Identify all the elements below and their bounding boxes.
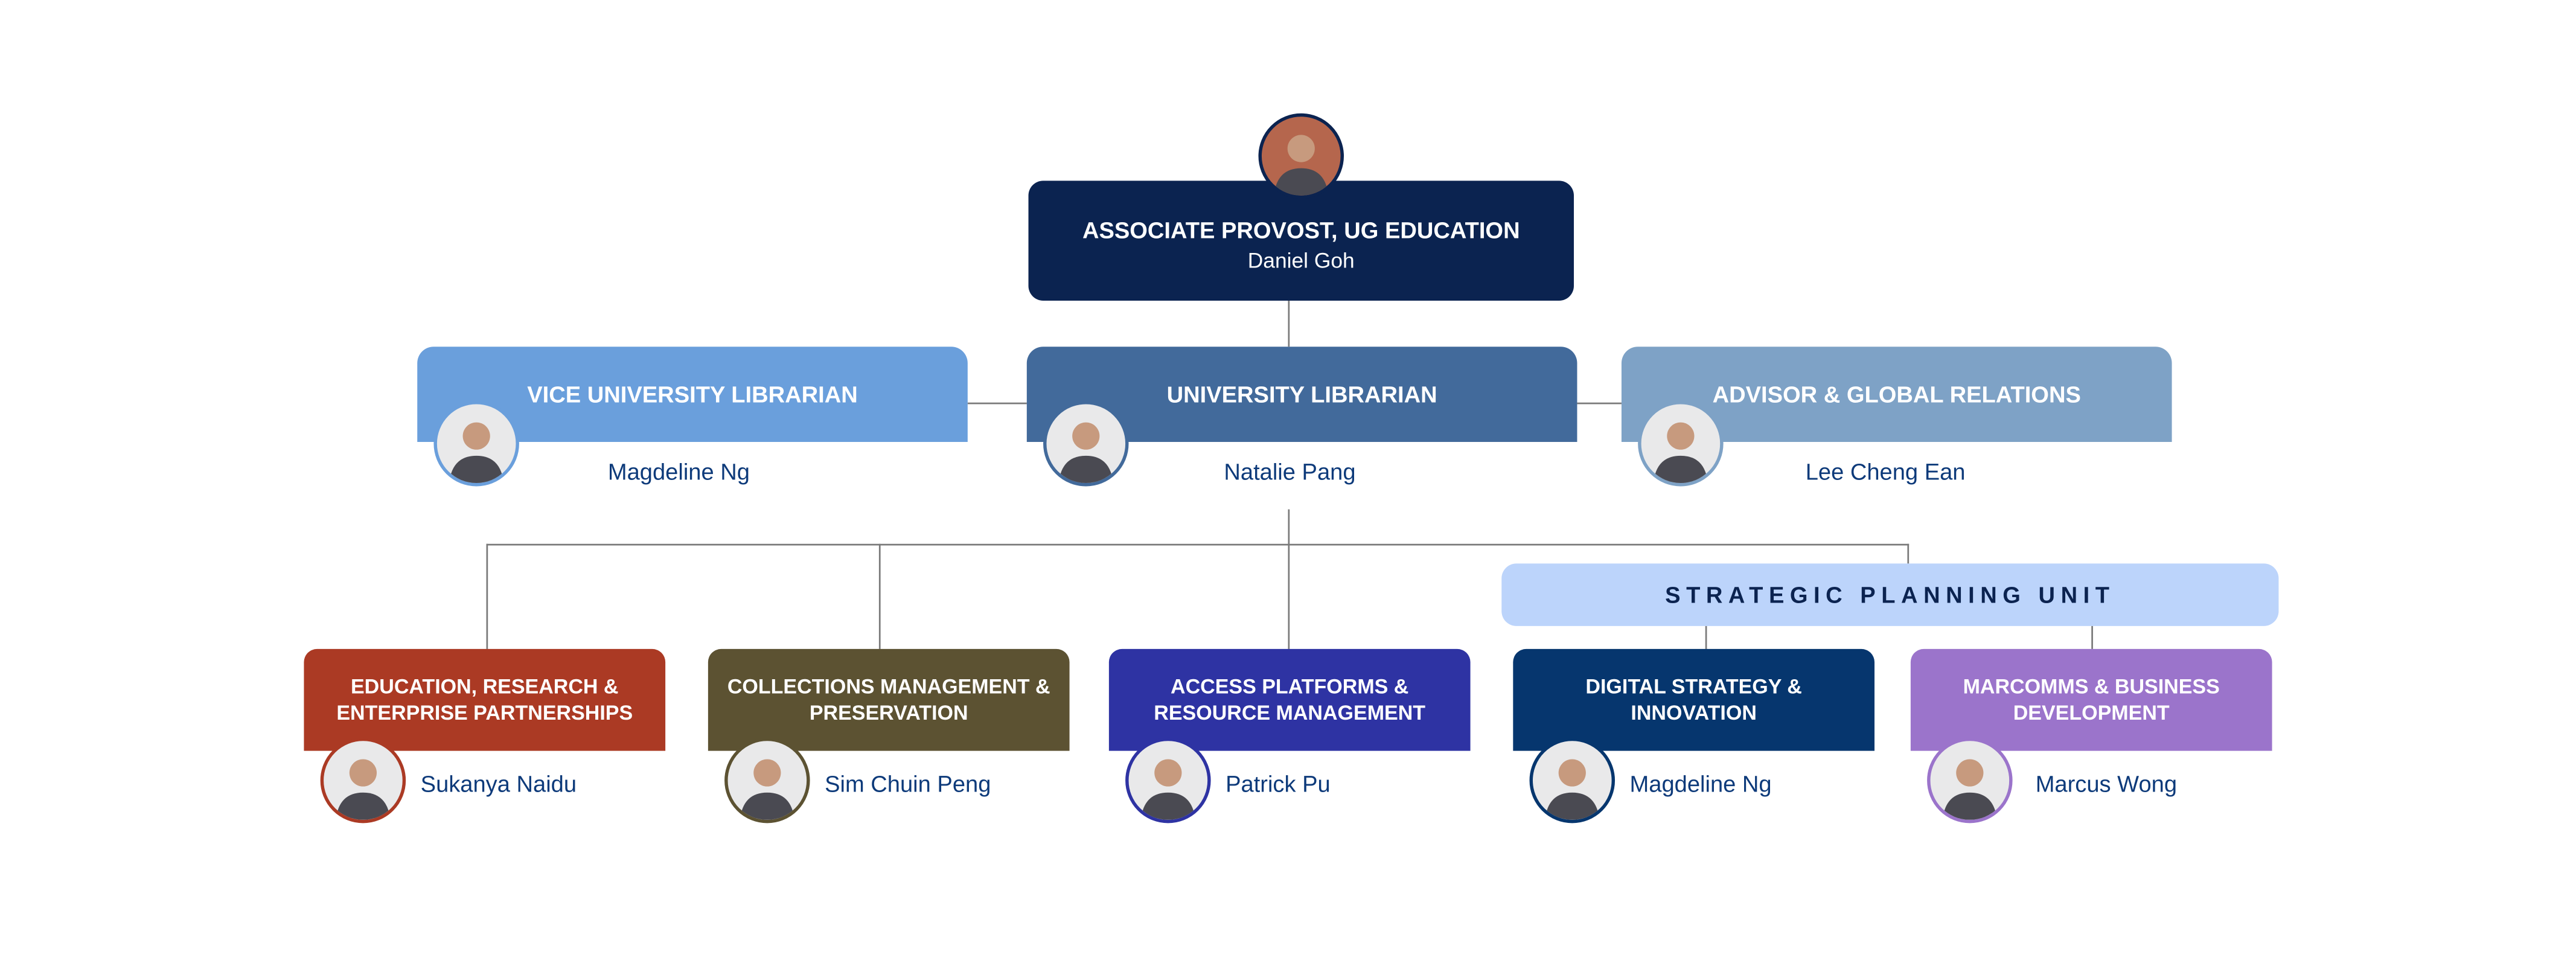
person-name: Marcus Wong [2035, 770, 2178, 797]
department-box: ACCESS PLATFORMS & RESOURCE MANAGEMENT [1108, 648, 1471, 751]
person-photo-icon [336, 759, 391, 820]
avatar [1638, 400, 1724, 487]
avatar [1125, 737, 1211, 824]
person-photo-icon [740, 759, 795, 820]
connector [486, 543, 488, 649]
connector [486, 543, 1910, 546]
person-photo-icon [1653, 422, 1708, 484]
person-photo-icon [1274, 135, 1329, 196]
role-title: VICE UNIVERSITY LIBRARIAN [527, 381, 858, 408]
person-name: Lee Cheng Ean [1805, 458, 1966, 485]
avatar [724, 737, 810, 824]
person-name: Natalie Pang [1224, 458, 1356, 485]
avatar [1258, 113, 1344, 199]
avatar [1529, 737, 1616, 824]
connector [1288, 300, 1290, 347]
department-title: DIGITAL STRATEGY & INNOVATION [1585, 675, 1802, 725]
department-title: ACCESS PLATFORMS & RESOURCE MANAGEMENT [1154, 675, 1426, 725]
person-name: Patrick Pu [1226, 770, 1331, 797]
person-photo-icon [449, 422, 504, 484]
connector [1577, 402, 1622, 405]
connector [1705, 625, 1707, 649]
person-photo-icon [1545, 759, 1600, 820]
connector [967, 402, 1027, 405]
department-title: EDUCATION, RESEARCH & ENTERPRISE PARTNER… [336, 675, 633, 725]
person-photo-icon [1140, 759, 1196, 820]
department-box: COLLECTIONS MANAGEMENT & PRESERVATION [708, 648, 1070, 751]
connector [2091, 625, 2093, 649]
avatar [1927, 737, 2013, 824]
person-name: Daniel Goh [1247, 247, 1355, 272]
role-title: ADVISOR & GLOBAL RELATIONS [1712, 381, 2081, 408]
department-box: DIGITAL STRATEGY & INNOVATION [1513, 648, 1875, 751]
connector [1288, 509, 1290, 649]
person-photo-icon [1942, 759, 1998, 820]
department-box: MARCOMMS & BUSINESS DEVELOPMENT [1910, 648, 2272, 751]
department-title: MARCOMMS & BUSINESS DEVELOPMENT [1963, 675, 2220, 725]
avatar [433, 400, 519, 487]
unit-label: STRATEGIC PLANNING UNIT [1665, 581, 2115, 608]
person-name: Magdeline Ng [607, 458, 750, 485]
strategic-planning-unit-box: STRATEGIC PLANNING UNIT [1501, 563, 2279, 626]
person-photo-icon [1058, 422, 1113, 484]
role-title: UNIVERSITY LIBRARIAN [1166, 381, 1437, 408]
person-name: Sukanya Naidu [420, 770, 577, 797]
department-box: EDUCATION, RESEARCH & ENTERPRISE PARTNER… [304, 648, 666, 751]
role-title: ASSOCIATE PROVOST, UG EDUCATION [1082, 216, 1520, 243]
connector [878, 543, 881, 649]
avatar [320, 737, 406, 824]
person-name: Magdeline Ng [1629, 770, 1772, 797]
department-title: COLLECTIONS MANAGEMENT & PRESERVATION [727, 675, 1050, 725]
associate-provost-box: ASSOCIATE PROVOST, UG EDUCATION Daniel G… [1028, 181, 1574, 301]
avatar [1043, 400, 1129, 487]
person-name: Sim Chuin Peng [825, 770, 991, 797]
connector [1907, 543, 1910, 564]
